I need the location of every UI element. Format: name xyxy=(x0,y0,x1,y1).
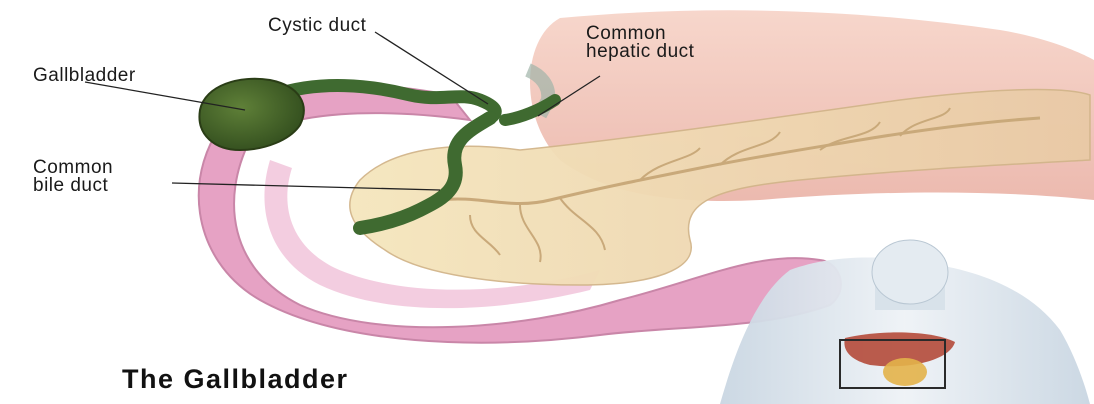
human-head xyxy=(872,240,948,304)
gallbladder-label: Gallbladder xyxy=(33,66,136,85)
common-bile-label-line2: bile duct xyxy=(33,176,108,195)
gallbladder-shape xyxy=(199,79,303,150)
cystic-duct-label: Cystic duct xyxy=(268,16,366,35)
figure-title: The Gallbladder xyxy=(122,364,349,395)
common-hepatic-label-line2: hepatic duct xyxy=(586,42,694,61)
human-stomach xyxy=(883,358,927,386)
